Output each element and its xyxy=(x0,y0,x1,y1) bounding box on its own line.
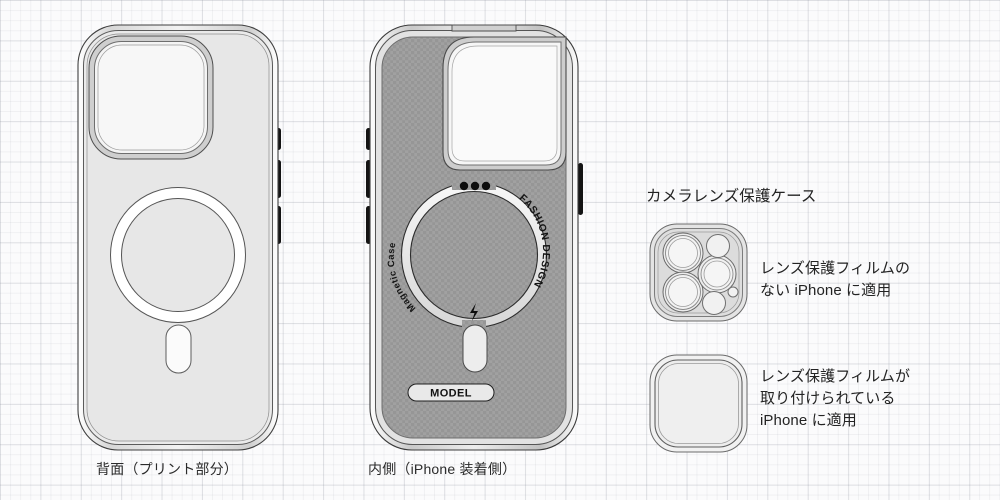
caption-inner-side: 内側（iPhone 装着側） xyxy=(368,461,517,477)
case-inner-camera-cutout xyxy=(442,36,567,171)
model-badge: MODEL xyxy=(407,383,495,402)
lens-module-without-film xyxy=(649,223,748,322)
micro-sensor xyxy=(727,286,739,298)
case-inner-top-notch xyxy=(451,24,517,32)
flash-sensor xyxy=(706,234,730,258)
case-inner-control-pill xyxy=(462,324,488,373)
lens-bottom-left xyxy=(662,271,704,313)
case-back-control-pill xyxy=(165,324,192,374)
model-badge-label: MODEL xyxy=(430,388,472,400)
lidar-sensor xyxy=(702,291,726,315)
annotation-with-film: レンズ保護フィルムが 取り付けられている iPhone に適用 xyxy=(760,368,911,429)
case-inner-side: Magnetic Case FASHION DESIGN MODEL xyxy=(366,24,583,451)
lens-module-with-film xyxy=(649,354,748,453)
lens-center-right xyxy=(697,254,737,294)
case-back-camera-cutout xyxy=(88,35,214,160)
lightning-bolt-icon xyxy=(470,303,478,321)
case-inner-ring-dots xyxy=(459,181,491,191)
lens-top-left xyxy=(662,232,704,274)
case-back-side xyxy=(77,24,281,451)
caption-back-side: 背面（プリント部分） xyxy=(96,461,238,477)
annotation-without-film: レンズ保護フィルムの ない iPhone に適用 xyxy=(760,260,911,299)
annotation-heading: カメラレンズ保護ケース xyxy=(646,188,817,205)
case-inner-side-button-right xyxy=(578,163,583,215)
case-back-magsafe-ring xyxy=(110,187,246,323)
